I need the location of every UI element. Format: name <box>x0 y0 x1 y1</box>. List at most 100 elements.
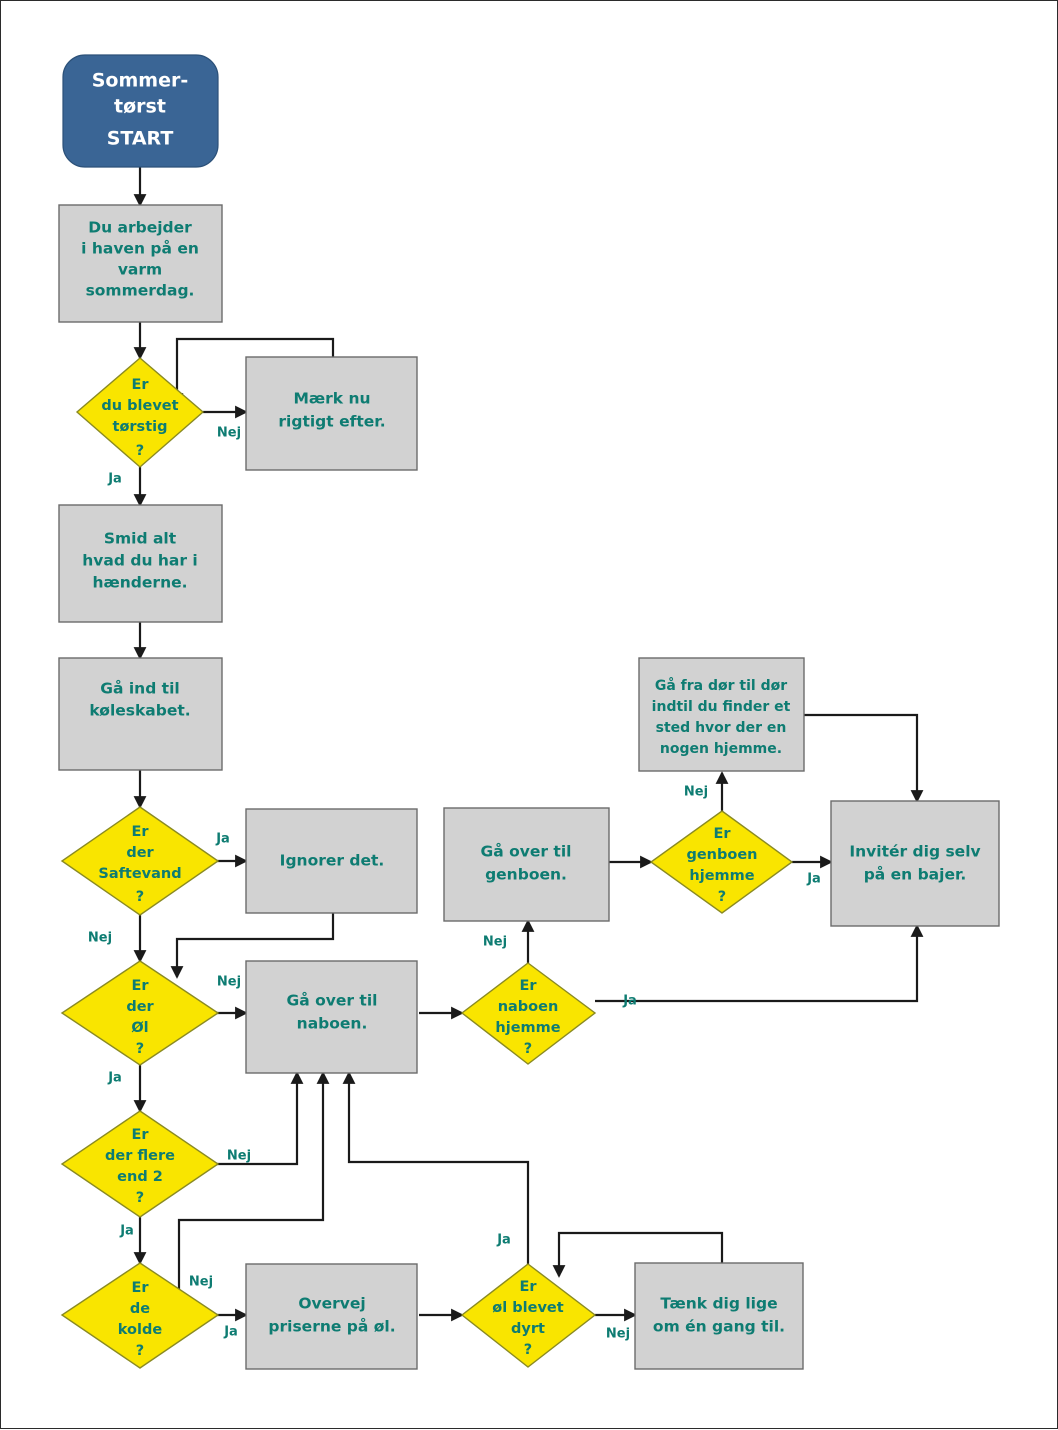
start-node-shape <box>62 54 219 168</box>
process-du-arbejder-line-1: Du arbejder <box>88 219 192 237</box>
edge-label-saft-yes: Ja <box>215 832 230 847</box>
edge-label-beer-no: Nej <box>217 975 241 990</box>
process-du-arbejder[interactable]: Du arbejder i haven på en varm sommerdag… <box>58 204 223 323</box>
process-ignorer-det-shape <box>245 808 418 914</box>
process-gaa-over-til-genboen-line-1: Gå over til <box>481 842 572 861</box>
process-du-arbejder-line-4: sommerdag. <box>86 282 195 300</box>
process-gaa-fra-doer-til-doer-line-2: indtil du finder et <box>652 699 791 715</box>
process-gaa-over-til-genboen[interactable]: Gå over til genboen. <box>443 807 610 922</box>
process-overvej-priserne[interactable]: Overvej priserne på øl. <box>245 1263 418 1370</box>
decision-er-der-oel-line-3: Øl <box>131 1020 148 1036</box>
decision-er-naboen-hjemme-line-1: Er <box>519 978 537 994</box>
decision-er-du-blevet-toerstig-line-3: tørstig <box>113 419 168 435</box>
decision-er-der-oel-shape <box>60 960 220 1066</box>
process-maerk-nu-rigtigt-efter-shape <box>245 356 418 471</box>
decision-er-genboen-hjemme[interactable]: Er genboen hjemme ? <box>649 810 794 914</box>
edge-label-expensive-no: Nej <box>606 1327 630 1342</box>
decision-er-du-blevet-toerstig[interactable]: Er du blevet tørstig ? <box>75 357 205 468</box>
process-du-arbejder-line-2: i haven på en <box>81 239 199 258</box>
process-gaa-over-til-naboen-shape <box>245 960 418 1074</box>
process-gaa-fra-doer-til-doer-shape <box>638 657 805 772</box>
decision-er-der-saftevand-line-2: der <box>126 845 154 861</box>
decision-er-der-saftevand[interactable]: Er der Saftevand ? <box>60 806 220 916</box>
process-taenk-dig-lige-om-shape <box>634 1262 804 1370</box>
edge-expensive-yes-to-neighbour <box>342 1071 530 1264</box>
decision-er-naboen-hjemme-line-2: naboen <box>498 999 559 1015</box>
edge-label-expensive-yes: Ja <box>496 1233 511 1248</box>
decision-er-naboen-hjemme[interactable]: Er naboen hjemme ? <box>460 962 597 1065</box>
edge-label-morethan2-yes: Ja <box>119 1224 134 1239</box>
decision-er-naboen-hjemme-shape <box>460 962 597 1065</box>
decision-er-oel-blevet-dyrt-line-2: øl blevet <box>492 1300 563 1316</box>
decision-er-oel-blevet-dyrt[interactable]: Er øl blevet dyrt ? <box>460 1263 597 1368</box>
decision-er-der-oel-line-1: Er <box>131 978 149 994</box>
edge-label-thirsty-no: Nej <box>217 426 241 441</box>
process-smid-alt-shape <box>58 504 223 623</box>
decision-er-der-saftevand-line-1: Er <box>131 824 149 840</box>
process-gaa-over-til-naboen-line-1: Gå over til <box>287 991 378 1010</box>
edge-label-oppositehome-yes: Ja <box>806 872 821 887</box>
process-smid-alt[interactable]: Smid alt hvad du har i hænderne. <box>58 504 223 623</box>
decision-er-der-saftevand-line-3: Saftevand <box>98 866 181 882</box>
decision-er-de-kolde[interactable]: Er de kolde ? <box>60 1262 220 1369</box>
decision-er-naboen-hjemme-line-4: ? <box>524 1041 532 1057</box>
process-taenk-dig-lige-om-line-2: om én gang til. <box>653 1318 785 1336</box>
decision-er-der-saftevand-line-4: ? <box>136 889 144 905</box>
edge-label-beer-yes: Ja <box>107 1071 122 1086</box>
decision-er-naboen-hjemme-line-3: hjemme <box>495 1020 560 1036</box>
process-inviter-dig-selv-line-1: Invitér dig selv <box>849 843 980 861</box>
decision-er-der-flere-end-2-line-1: Er <box>131 1127 149 1143</box>
process-gaa-over-til-naboen[interactable]: Gå over til naboen. <box>245 960 418 1074</box>
decision-er-du-blevet-toerstig-line-1: Er <box>131 377 149 393</box>
process-taenk-dig-lige-om[interactable]: Tænk dig lige om én gang til. <box>634 1262 804 1370</box>
edge-label-oppositehome-no: Nej <box>684 785 708 800</box>
decision-er-oel-blevet-dyrt-shape <box>460 1263 597 1368</box>
decision-er-der-flere-end-2-line-4: ? <box>136 1190 144 1206</box>
decision-er-de-kolde-shape <box>60 1262 220 1369</box>
edge-feel-back-to-thirsty <box>170 337 335 406</box>
process-maerk-nu-rigtigt-efter-line-1: Mærk nu <box>293 390 370 408</box>
decision-er-de-kolde-line-4: ? <box>136 1343 144 1359</box>
edge-neighbourhome-yes-to-invite <box>595 924 924 1003</box>
decision-er-de-kolde-line-2: de <box>130 1301 150 1317</box>
decision-er-der-flere-end-2[interactable]: Er der flere end 2 ? <box>60 1110 220 1218</box>
process-gaa-ind-til-koeleskabet[interactable]: Gå ind til køleskabet. <box>58 657 223 771</box>
edge-cold-no-to-neighbour <box>177 1071 330 1315</box>
decision-er-der-oel-line-2: der <box>126 999 154 1015</box>
decision-er-genboen-hjemme-line-1: Er <box>713 826 731 842</box>
process-inviter-dig-selv[interactable]: Invitér dig selv på en bajer. <box>830 800 1000 927</box>
process-du-arbejder-shape <box>58 204 223 323</box>
decision-er-de-kolde-line-1: Er <box>131 1280 149 1296</box>
edge-label-thirsty-yes: Ja <box>107 472 122 487</box>
start-node-line-2: tørst <box>114 96 166 118</box>
decision-er-du-blevet-toerstig-line-2: du blevet <box>101 398 178 414</box>
process-gaa-fra-doer-til-doer-line-1: Gå fra dør til dør <box>655 677 787 694</box>
decision-er-der-oel[interactable]: Er der Øl ? <box>60 960 220 1066</box>
process-du-arbejder-line-3: varm <box>118 261 162 279</box>
start-node[interactable]: Sommer- tørst START <box>62 54 219 168</box>
edge-label-layer: Nej Ja Ja Nej Nej Ja Nej Ja Nej Ja Nej J… <box>88 426 821 1342</box>
edge-label-neighbourhome-no: Nej <box>483 935 507 950</box>
process-ignorer-det[interactable]: Ignorer det. <box>245 808 418 914</box>
process-maerk-nu-rigtigt-efter[interactable]: Mærk nu rigtigt efter. <box>245 356 418 471</box>
process-overvej-priserne-line-2: priserne på øl. <box>268 1317 395 1336</box>
decision-er-der-flere-end-2-line-2: der flere <box>105 1148 175 1164</box>
process-inviter-dig-selv-shape <box>830 800 1000 927</box>
process-gaa-over-til-genboen-line-2: genboen. <box>485 866 567 884</box>
start-node-line-1: Sommer- <box>92 70 188 92</box>
decision-er-der-flere-end-2-line-3: end 2 <box>117 1169 163 1185</box>
process-gaa-fra-doer-til-doer[interactable]: Gå fra dør til dør indtil du finder et s… <box>638 657 805 772</box>
process-overvej-priserne-line-1: Overvej <box>298 1295 365 1313</box>
decision-er-de-kolde-line-3: kolde <box>118 1322 163 1338</box>
edge-label-cold-no: Nej <box>189 1275 213 1290</box>
connector-layer <box>133 167 924 1322</box>
decision-er-genboen-hjemme-line-4: ? <box>718 889 726 905</box>
decision-er-der-oel-line-4: ? <box>136 1041 144 1057</box>
process-smid-alt-line-2: hvad du har i <box>82 552 197 570</box>
process-taenk-dig-lige-om-line-1: Tænk dig lige <box>660 1295 777 1313</box>
process-gaa-ind-til-koeleskabet-shape <box>58 657 223 771</box>
process-gaa-ind-til-koeleskabet-line-2: køleskabet. <box>89 702 190 720</box>
edge-think-back-to-expensive <box>552 1231 724 1278</box>
